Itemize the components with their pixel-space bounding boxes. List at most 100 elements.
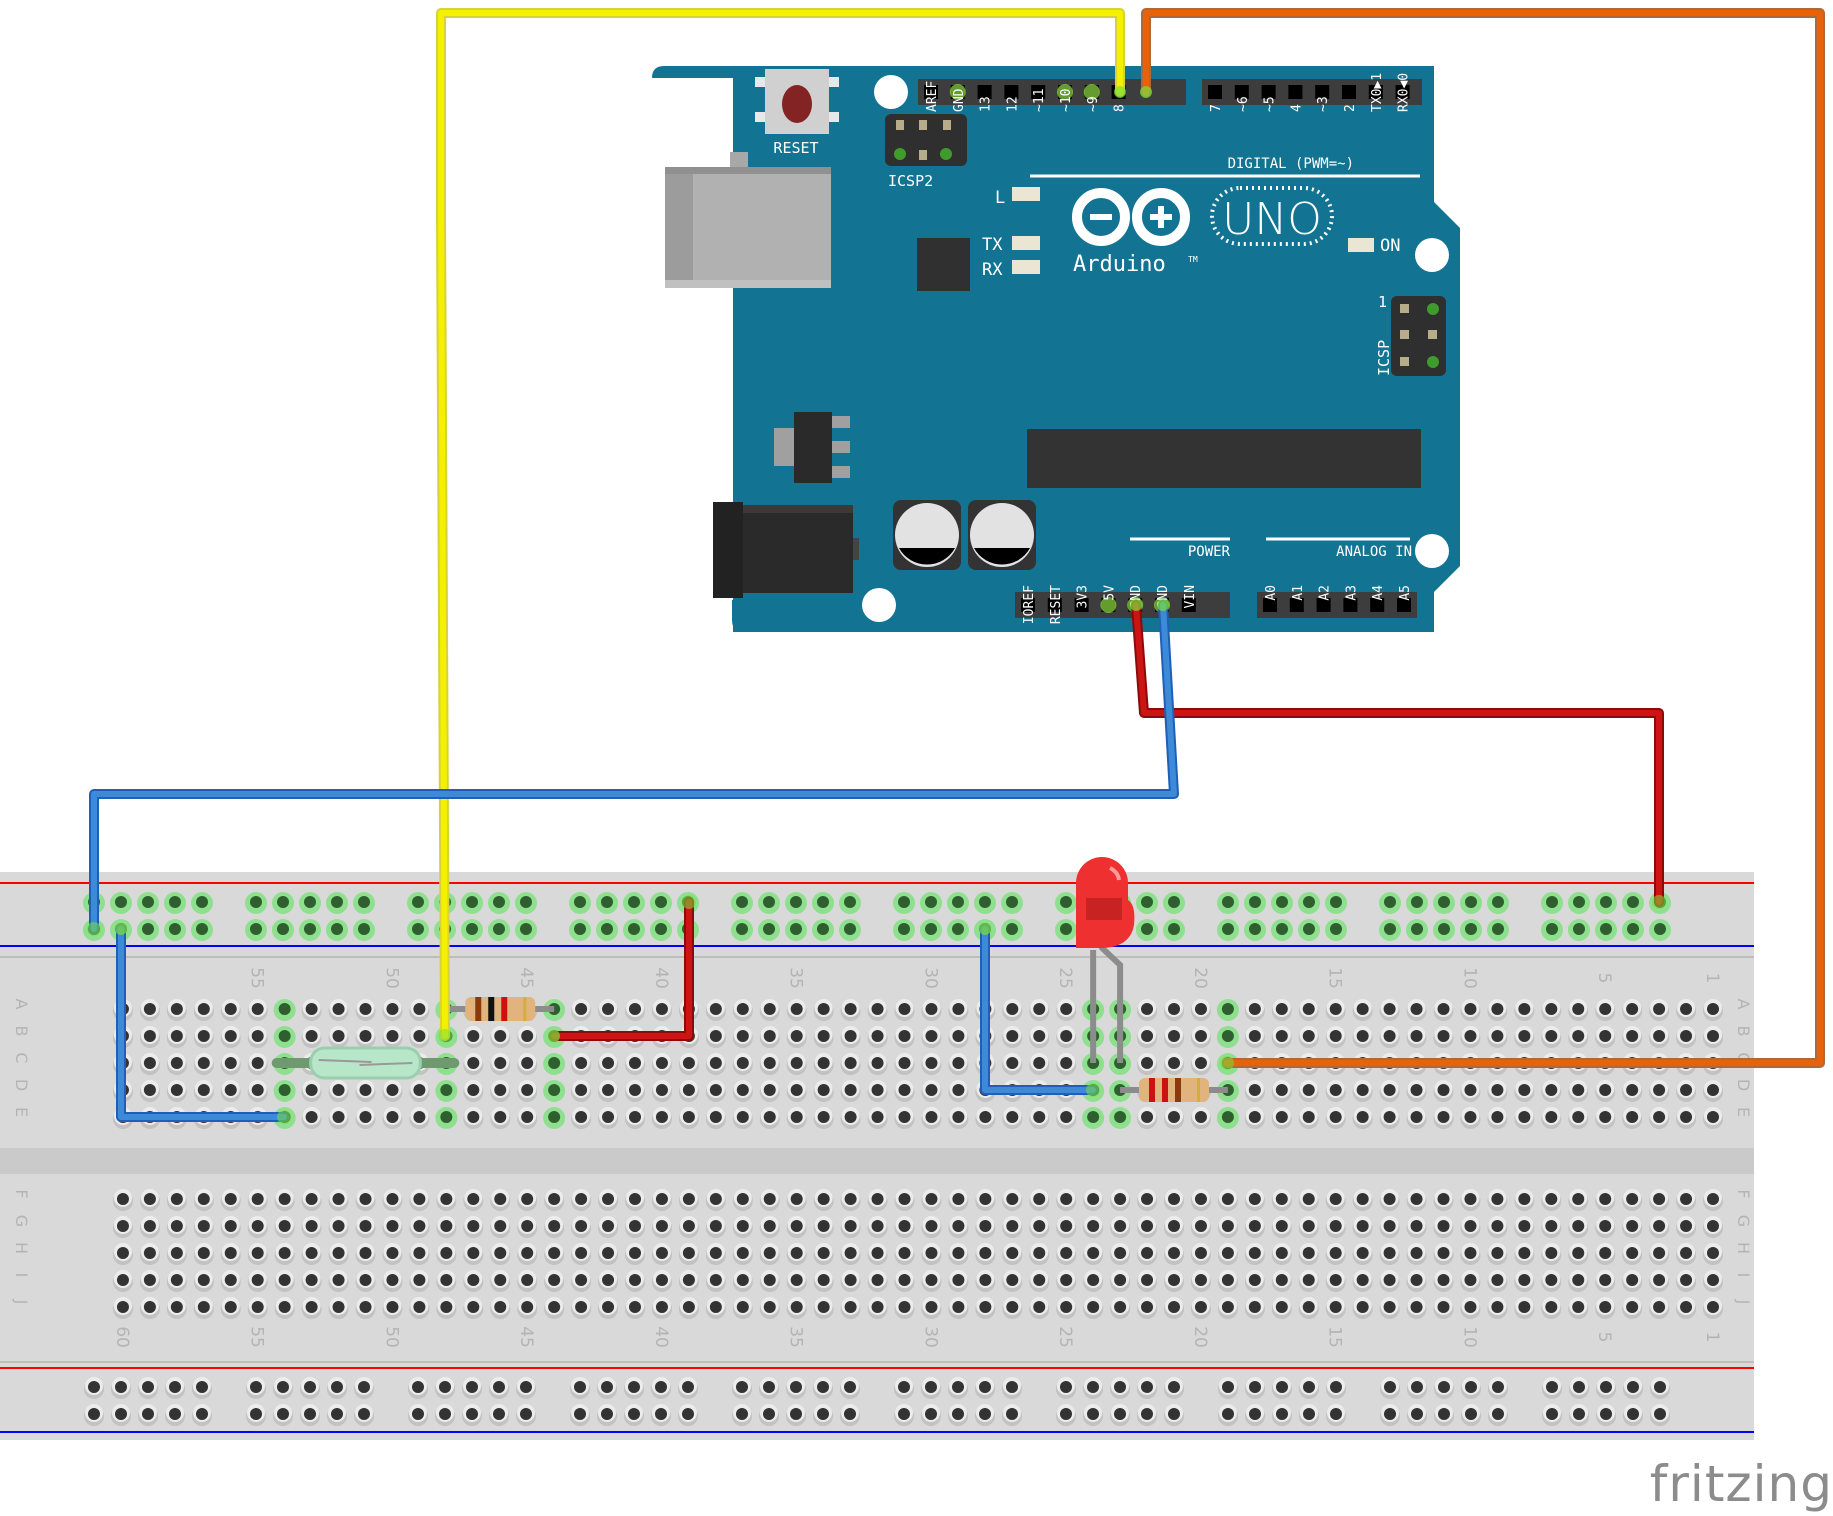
- breadboard-hole[interactable]: [948, 1080, 969, 1102]
- breadboard-hole[interactable]: [921, 1053, 942, 1075]
- breadboard-hole[interactable]: [488, 919, 510, 941]
- breadboard-hole[interactable]: [1164, 999, 1184, 1021]
- resistor-2[interactable]: [1120, 1078, 1228, 1102]
- breadboard-hole[interactable]: [1190, 1026, 1211, 1048]
- breadboard-hole[interactable]: [786, 1189, 807, 1211]
- breadboard-hole[interactable]: [299, 892, 321, 914]
- breadboard-hole[interactable]: [1190, 1216, 1211, 1238]
- breadboard-hole[interactable]: [247, 1189, 268, 1211]
- breadboard-hole[interactable]: [569, 892, 591, 914]
- breadboard-hole[interactable]: [1676, 1107, 1697, 1129]
- breadboard-hole[interactable]: [1379, 1026, 1400, 1048]
- breadboard-hole[interactable]: [571, 1080, 592, 1102]
- breadboard-hole[interactable]: [625, 1080, 645, 1102]
- breadboard-hole[interactable]: [1298, 1270, 1319, 1292]
- breadboard-hole[interactable]: [1002, 1270, 1023, 1292]
- breadboard-hole[interactable]: [1514, 1270, 1535, 1292]
- usb-connector[interactable]: [665, 152, 831, 288]
- breadboard-hole[interactable]: [1514, 1243, 1535, 1265]
- reed-switch[interactable]: [271, 1046, 460, 1080]
- breadboard-hole[interactable]: [1703, 1216, 1723, 1238]
- breadboard-hole[interactable]: [191, 919, 213, 941]
- breadboard-hole[interactable]: [1379, 1107, 1400, 1129]
- breadboard-hole[interactable]: [894, 1189, 915, 1211]
- breadboard-hole[interactable]: [1164, 1107, 1184, 1129]
- breadboard-hole[interactable]: [1649, 999, 1670, 1021]
- wire-end-connector[interactable]: [1130, 599, 1142, 611]
- breadboard-hole[interactable]: [651, 1107, 672, 1129]
- breadboard-hole[interactable]: [570, 1404, 590, 1426]
- breadboard-hole[interactable]: [571, 1189, 592, 1211]
- breadboard-hole[interactable]: [623, 919, 645, 941]
- breadboard-hole[interactable]: [463, 1270, 484, 1292]
- breadboard-hole[interactable]: [1380, 1377, 1400, 1399]
- breadboard-hole[interactable]: [1460, 1026, 1481, 1048]
- breadboard-hole[interactable]: [1487, 1270, 1508, 1292]
- breadboard-hole[interactable]: [110, 892, 132, 914]
- breadboard-hole[interactable]: [166, 1080, 187, 1102]
- breadboard-hole[interactable]: [1326, 1404, 1346, 1426]
- breadboard-hole[interactable]: [678, 1053, 699, 1075]
- breadboard-hole[interactable]: [488, 892, 510, 914]
- breadboard-hole[interactable]: [813, 1243, 834, 1265]
- breadboard-hole[interactable]: [164, 919, 186, 941]
- breadboard-hole[interactable]: [1514, 1216, 1535, 1238]
- breadboard-hole[interactable]: [355, 1297, 376, 1319]
- breadboard-hole[interactable]: [1164, 1377, 1184, 1399]
- breadboard-hole[interactable]: [1298, 892, 1320, 914]
- breadboard-hole[interactable]: [382, 1026, 403, 1048]
- breadboard-hole[interactable]: [326, 892, 348, 914]
- breadboard-hole[interactable]: [112, 1216, 133, 1238]
- breadboard-hole[interactable]: [1379, 1216, 1400, 1238]
- breadboard-hole[interactable]: [1002, 1297, 1023, 1319]
- breadboard-hole[interactable]: [328, 1189, 349, 1211]
- breadboard-hole[interactable]: [678, 1189, 699, 1211]
- breadboard-hole[interactable]: [247, 1053, 268, 1075]
- breadboard-hole[interactable]: [1622, 1080, 1643, 1102]
- breadboard-hole[interactable]: [273, 1026, 296, 1048]
- breadboard-hole[interactable]: [948, 1243, 969, 1265]
- breadboard-hole[interactable]: [193, 1080, 214, 1102]
- breadboard-hole[interactable]: [1379, 892, 1401, 914]
- breadboard-hole[interactable]: [651, 1189, 672, 1211]
- breadboard-hole[interactable]: [1056, 1189, 1077, 1211]
- breadboard-hole[interactable]: [1541, 1026, 1562, 1048]
- breadboard-hole[interactable]: [1002, 1377, 1022, 1399]
- breadboard-hole[interactable]: [1541, 1189, 1562, 1211]
- breadboard-hole[interactable]: [137, 919, 159, 941]
- breadboard-hole[interactable]: [1217, 1216, 1238, 1238]
- breadboard-hole[interactable]: [1487, 919, 1509, 941]
- breadboard-hole[interactable]: [1244, 1216, 1265, 1238]
- breadboard-hole[interactable]: [1137, 1216, 1158, 1238]
- breadboard-hole[interactable]: [786, 999, 807, 1021]
- breadboard-hole[interactable]: [1055, 892, 1077, 914]
- breadboard-hole[interactable]: [516, 1404, 536, 1426]
- breadboard-hole[interactable]: [1622, 1243, 1643, 1265]
- breadboard-hole[interactable]: [1379, 1189, 1400, 1211]
- breadboard-hole[interactable]: [193, 1026, 214, 1048]
- breadboard-hole[interactable]: [975, 1189, 996, 1211]
- breadboard-hole[interactable]: [948, 1297, 969, 1319]
- breadboard-hole[interactable]: [490, 1107, 511, 1129]
- breadboard-hole[interactable]: [813, 1189, 834, 1211]
- wire-end-connector[interactable]: [277, 1110, 291, 1124]
- breadboard-hole[interactable]: [1029, 1297, 1050, 1319]
- breadboard-hole[interactable]: [1595, 919, 1617, 941]
- header-pin[interactable]: [1316, 598, 1331, 612]
- breadboard-hole[interactable]: [1083, 1270, 1104, 1292]
- breadboard-hole[interactable]: [571, 1216, 592, 1238]
- breadboard-hole[interactable]: [1406, 1297, 1427, 1319]
- breadboard-hole[interactable]: [1380, 1404, 1400, 1426]
- breadboard-hole[interactable]: [1460, 1297, 1481, 1319]
- breadboard-hole[interactable]: [1460, 1270, 1481, 1292]
- breadboard-hole[interactable]: [328, 999, 349, 1021]
- breadboard-hole[interactable]: [1029, 1026, 1050, 1048]
- breadboard-hole[interactable]: [948, 1216, 969, 1238]
- wire-end-connector[interactable]: [548, 1030, 560, 1042]
- breadboard-hole[interactable]: [921, 1107, 942, 1129]
- breadboard-hole[interactable]: [245, 919, 267, 941]
- breadboard-hole[interactable]: [1703, 1297, 1723, 1319]
- breadboard-hole[interactable]: [1352, 1026, 1373, 1048]
- breadboard-hole[interactable]: [164, 892, 186, 914]
- breadboard-hole[interactable]: [409, 1107, 430, 1129]
